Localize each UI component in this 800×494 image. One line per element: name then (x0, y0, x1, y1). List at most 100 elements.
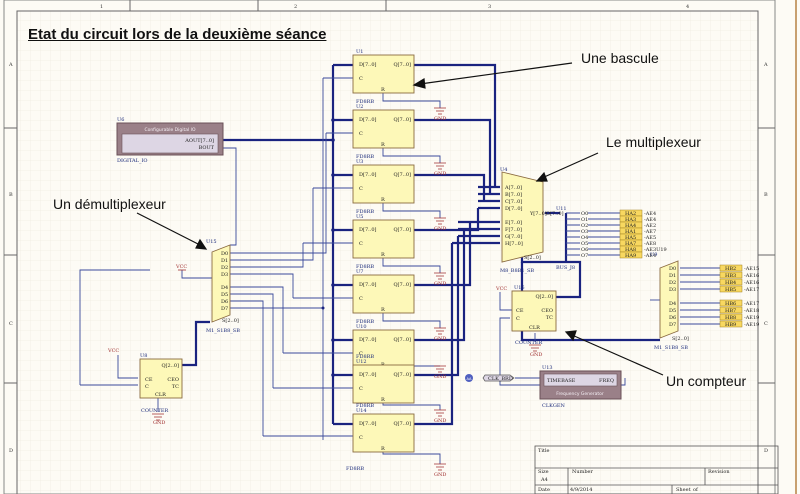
gnd-icon: GND (434, 217, 446, 232)
led-label: HB4-AE16 (719, 278, 759, 286)
flipflop-pin-d: D[7..0] (359, 62, 377, 68)
svg-text:HA7: HA7 (625, 241, 636, 247)
svg-text:-AE4: -AE4 (644, 217, 656, 223)
led-label: HB8-AE19 (719, 313, 759, 321)
mux-input-pin: B[7..0] (505, 192, 522, 198)
digital-io-header: Configurable Digital IO (144, 127, 196, 133)
counter-small-vcc: VCC (107, 348, 119, 354)
flipflop-pin-d: D[7..0] (359, 372, 377, 378)
counter-small-pin-q: Q[2..0] (161, 363, 179, 369)
flipflop-designator: U3 (356, 159, 363, 165)
bus-joiner-pin: O4 (581, 235, 588, 241)
frame-col-2: 2 (294, 4, 297, 10)
demux2-output-pin: D1 (669, 273, 676, 279)
svg-text:HA4: HA4 (625, 223, 636, 229)
mux-component[interactable]: U4 A[7..0]B[7..0]C[7..0]D[7..0]E[7..0]F[… (500, 167, 547, 274)
counter-small-component[interactable]: U8 CE C Q[2..0] CEO TC CLR COUNTER VCC G… (107, 348, 183, 426)
digital-io-pin-aout: AOUT[7..0] (184, 138, 214, 144)
counter-main-pin-tc: TC (546, 315, 553, 321)
svg-text:HB9: HB9 (725, 322, 736, 328)
demux2-name: M1_S1B8_SB (654, 345, 688, 351)
gnd-icon: GND (434, 463, 446, 478)
flipflop-designator: U2 (356, 104, 363, 110)
svg-text:-AE4: -AE4 (644, 253, 656, 259)
counter-small-pin-tc: TC (172, 384, 179, 390)
flipflop-type: FD8RB (356, 209, 374, 215)
bus-joiner-pin: O7 (581, 253, 588, 259)
svg-text:GND: GND (434, 418, 446, 424)
svg-text:GND: GND (434, 472, 446, 478)
demux-output-pin: D7 (221, 306, 228, 312)
counter-main-component[interactable]: U16 CE C Q[2..0] CEO TC CLR COUNTER VCC … (495, 285, 557, 358)
svg-text:HB6: HB6 (725, 301, 736, 307)
svg-text:-AE16: -AE16 (744, 273, 759, 279)
flipflop-pin-d: D[7..0] (359, 117, 377, 123)
frame-row-b: B (9, 192, 13, 198)
counter-small-gnd: GND (153, 420, 165, 426)
frame-row-d: D (9, 448, 13, 454)
clkgen-component[interactable]: U13 TIMEBASE FREQ Frequency Generator CL… (539, 365, 622, 409)
svg-text:-AE18: -AE18 (744, 308, 759, 314)
demux2-output-pin: D7 (669, 322, 676, 328)
clk-brd-port[interactable]: CLK_BRD (482, 374, 515, 382)
svg-text:GND: GND (434, 281, 446, 287)
flipflop-type: FD8RB (356, 319, 374, 325)
counter-main-pin-ce: CE (516, 308, 524, 314)
led-label: HB6 -AE17 (719, 299, 759, 307)
svg-text:-AE8: -AE8 (644, 241, 656, 247)
flipflop-type-last: FD8RB (346, 466, 364, 472)
gnd-icon: GND (434, 409, 446, 424)
digital-io-component[interactable]: U6 Configurable Digital IO AOUT[7..0] BO… (116, 117, 224, 164)
frame-row-b-right: B (764, 192, 768, 198)
flipflop-type: FD8RB (356, 403, 374, 409)
gnd-icon: GND (434, 107, 446, 122)
gnd-icon: GND (434, 365, 446, 380)
mux-name: M8_B8B1_SB (500, 268, 534, 274)
flipflop-designator: U12 (356, 359, 367, 365)
flipflop-group: U1D[7..0]Q[7..0]CR U2FD8RBD[7..0]Q[7..0]C… (346, 49, 415, 472)
tb-number-label: Number (572, 469, 593, 475)
flipflop-pin-q: Q[7..0] (393, 172, 411, 178)
led-label: HB7-AE18 (719, 306, 759, 314)
tb-size-label: Size (538, 469, 549, 475)
flipflop-designator: U7 (356, 269, 363, 275)
svg-text:-AE17: -AE17 (744, 301, 759, 307)
flipflop-designator: U10 (356, 324, 367, 330)
mux-designator: U4 (500, 167, 507, 173)
flipflop-pin-d: D[7..0] (359, 227, 377, 233)
flipflop-designator: U14 (356, 408, 367, 414)
gnd-icon: GND (434, 327, 446, 342)
frame-col-3: 3 (488, 4, 491, 10)
svg-text:AA: AA (466, 377, 472, 381)
tb-size-value: A4 (540, 477, 548, 483)
clk-brd-label: CLK_BRD (488, 376, 513, 382)
flipflop-pin-d: D[7..0] (359, 421, 377, 427)
svg-text:-AE17: -AE17 (744, 287, 759, 293)
aa-badge: AA (465, 374, 473, 382)
annotation-demultiplexeur: Un démultiplexeur (53, 196, 166, 212)
svg-text:-AE5: -AE5 (644, 235, 656, 241)
counter-main-pin-q: Q[2..0] (535, 294, 553, 300)
flipflop-u1[interactable]: U1D[7..0]Q[7..0]CR (352, 49, 415, 94)
frame-row-a-right: A (763, 62, 768, 68)
led-group-1: HA2-AE4HA3-AE4HA4-AE2HA1-AE7HA5-AE5HA7-A… (619, 209, 667, 259)
clkgen-pin-timebase: TIMEBASE (547, 378, 576, 384)
flipflop-pin-r: R (381, 142, 385, 148)
bus-joiner-pin: O6 (581, 247, 588, 253)
mux-input-pin: H[7..0] (505, 241, 523, 247)
svg-text:-AE16: -AE16 (744, 280, 759, 286)
frame-col-4: 4 (686, 4, 689, 10)
clkgen-footer: Frequency Generator (556, 391, 604, 397)
frame-col-1: 1 (100, 4, 103, 10)
